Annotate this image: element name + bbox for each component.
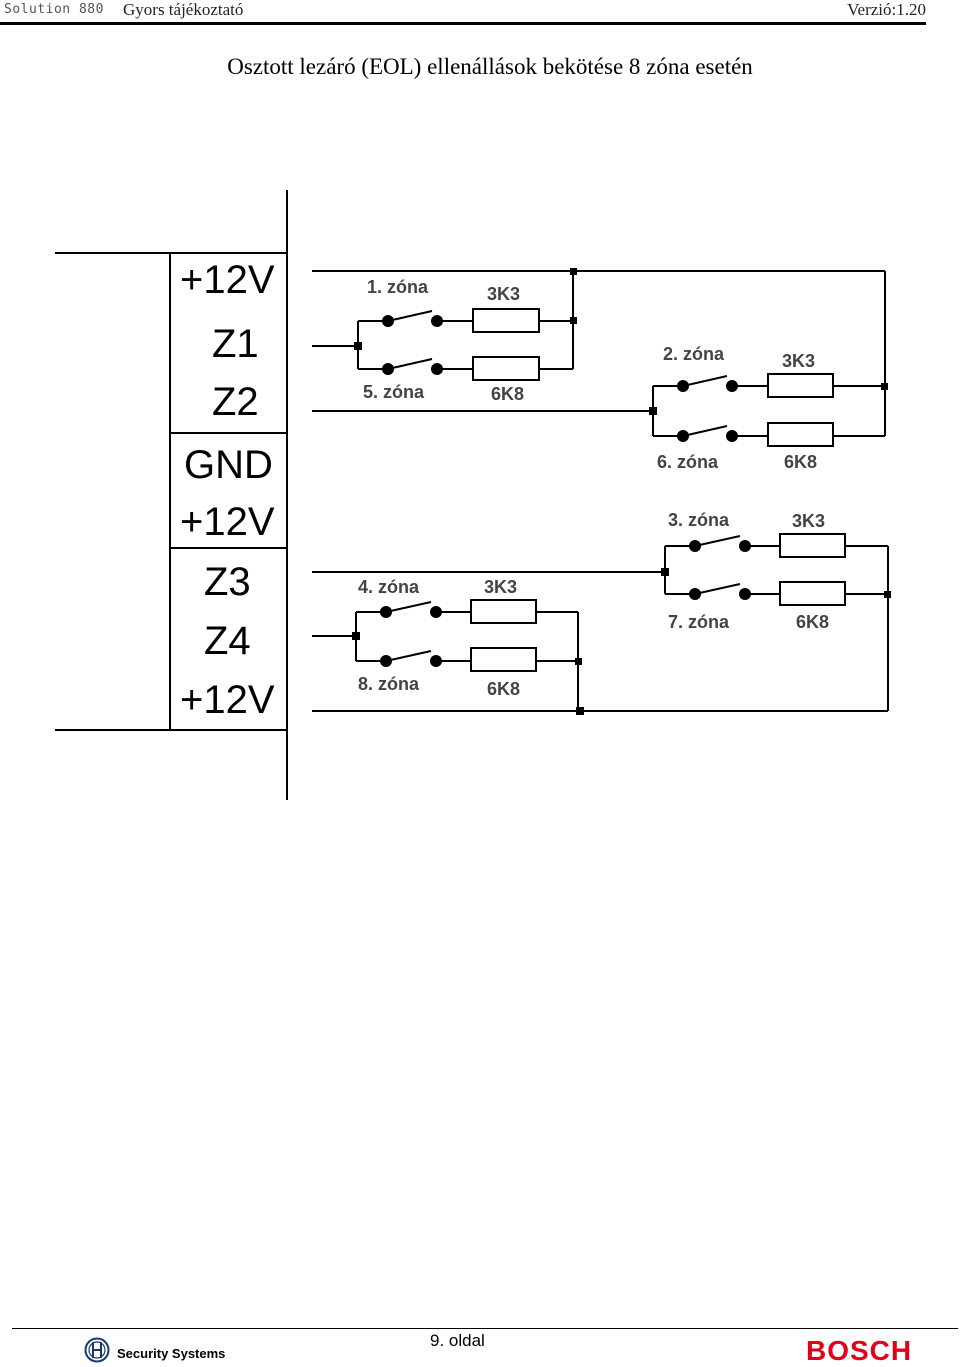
switch-contact	[431, 363, 443, 375]
header-rule	[0, 22, 926, 25]
zone-label: 3. zóna	[668, 510, 730, 530]
footer-rule	[12, 1328, 958, 1329]
resistor-label: 3K3	[782, 351, 815, 371]
junction-node	[352, 632, 360, 640]
switch-contact	[430, 655, 442, 667]
junction-node	[354, 342, 362, 350]
switch-zone5	[387, 358, 433, 370]
switch-contact	[739, 540, 751, 552]
resistor-label: 6K8	[796, 612, 829, 632]
zone-label: 6. zóna	[657, 452, 719, 472]
document-title: Gyors tájékoztató	[123, 0, 244, 19]
terminal-label: Z4	[204, 619, 251, 663]
terminal-label: +12V	[180, 500, 275, 544]
junction-node	[884, 591, 891, 598]
switch-contact	[382, 315, 394, 327]
junction-node	[570, 317, 577, 324]
division-name: Security Systems	[117, 1346, 226, 1361]
resistor-label: 3K3	[487, 284, 520, 304]
junction-node	[570, 268, 577, 275]
switch-contact	[726, 430, 738, 442]
zone-label: 4. zóna	[358, 577, 420, 597]
switch-contact	[677, 430, 689, 442]
junction-node	[575, 658, 582, 665]
bosch-armature-icon	[84, 1337, 110, 1363]
junction-node	[881, 383, 888, 390]
switch-contact	[382, 363, 394, 375]
resistor-3k3-zone2	[767, 373, 834, 398]
switch-zone8	[385, 650, 432, 662]
junction-node	[576, 707, 584, 715]
switch-contact	[431, 315, 443, 327]
zone-label: 5. zóna	[363, 382, 425, 402]
version-label: Verzió:1.20	[847, 0, 926, 19]
switch-zone1	[387, 310, 433, 322]
page-title: Osztott lezáró (EOL) ellenállások beköté…	[227, 54, 753, 79]
switch-zone6	[682, 425, 728, 437]
zone-label: 2. zóna	[663, 344, 725, 364]
terminal-label: +12V	[180, 678, 275, 722]
terminal-label: GND	[184, 443, 273, 487]
switch-contact	[689, 540, 701, 552]
brand-logo: BOSCH	[806, 1335, 913, 1366]
junction-node	[661, 568, 669, 576]
page-number: 9. oldal	[430, 1331, 485, 1350]
zone-label: 7. zóna	[668, 612, 730, 632]
resistor-label: 6K8	[784, 452, 817, 472]
switch-contact	[380, 606, 392, 618]
zone-label: 8. zóna	[358, 674, 420, 694]
resistor-6k8-zone6	[767, 422, 834, 447]
resistor-label: 6K8	[491, 384, 524, 404]
switch-contact	[739, 588, 751, 600]
terminal-label: Z3	[204, 560, 251, 604]
switch-contact	[380, 655, 392, 667]
resistor-3k3-zone4	[470, 599, 537, 624]
terminal-label: +12V	[180, 258, 275, 302]
resistor-label: 3K3	[484, 577, 517, 597]
product-name: Solution 880	[4, 2, 104, 17]
resistor-label: 6K8	[487, 679, 520, 699]
switch-contact	[430, 606, 442, 618]
resistor-6k8-zone8	[470, 647, 537, 672]
junction-node	[649, 407, 657, 415]
resistor-6k8-zone7	[779, 581, 846, 606]
switch-zone3	[694, 535, 741, 547]
switch-zone7	[694, 583, 741, 595]
resistor-6k8-zone5	[472, 356, 540, 381]
switch-zone2	[682, 375, 728, 387]
switch-contact	[689, 588, 701, 600]
resistor-3k3-zone1	[472, 308, 540, 333]
resistor-3k3-zone3	[779, 533, 846, 558]
resistor-label: 3K3	[792, 511, 825, 531]
switch-contact	[677, 380, 689, 392]
terminal-label: Z2	[212, 380, 259, 424]
zone-label: 1. zóna	[367, 277, 429, 297]
switch-zone4	[385, 601, 432, 613]
switch-contact	[726, 380, 738, 392]
terminal-label: Z1	[212, 322, 259, 366]
